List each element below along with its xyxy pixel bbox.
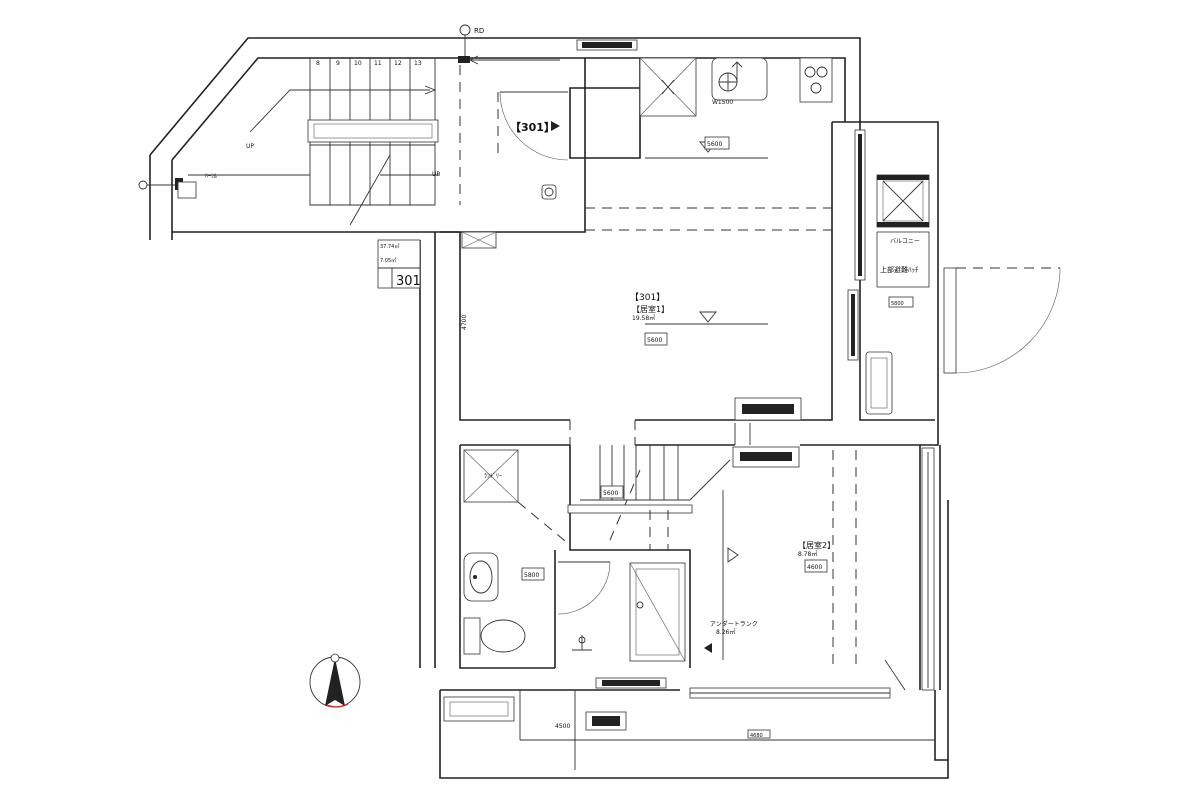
exterior-walls — [149, 37, 949, 779]
room1-doorway — [569, 420, 636, 445]
drain-pipe-arrows — [459, 55, 560, 205]
room1-area: 19.58㎡ — [632, 314, 655, 322]
porch-dim-2: 4680 — [750, 733, 763, 739]
balcony-height-box — [888, 296, 914, 308]
balcony-label: バルコニー — [890, 238, 920, 245]
stair-handrail-label: ﾊｰｼﾙ — [205, 173, 217, 180]
intercom-icon — [541, 184, 557, 200]
ceiling-height-hall: 5600 — [603, 490, 618, 497]
step-8: 8 — [316, 60, 320, 67]
washroom-dashed-area — [463, 449, 519, 503]
step-13: 13 — [414, 60, 422, 67]
outdoor-ac-unit — [865, 351, 893, 415]
ceiling-height-box-room2 — [804, 559, 828, 573]
step-11: 11 — [374, 60, 382, 67]
air-conditioner-room1 — [734, 397, 802, 421]
ceiling-height-room2: 4600 — [807, 564, 822, 571]
unit-tag-total-area: 37.74㎡ — [380, 243, 399, 250]
upper-escape-label: 上部避難ﾊｯﾁ — [880, 265, 919, 274]
unit-entry-label: 【301】 — [510, 121, 555, 134]
kitchen-counter — [639, 57, 697, 117]
step-9: 9 — [336, 60, 340, 67]
kitchen-sink — [711, 57, 768, 101]
ceiling-height-kitchen: 5600 — [707, 141, 722, 148]
ceiling-height-box-bath — [521, 567, 545, 581]
ceiling-height-box-kitchen — [704, 136, 730, 150]
ceiling-height-room1: 5600 — [647, 337, 662, 344]
sink-width-label: W1500 — [712, 99, 733, 106]
stair-up-label-2: UP — [432, 171, 440, 178]
unit-tag — [377, 239, 421, 289]
roof-drain-label: RD — [474, 27, 484, 35]
under-trunk-arrow-icon — [704, 643, 712, 653]
porch-divider — [519, 690, 935, 770]
entry-door — [497, 91, 569, 161]
wash-basin — [463, 552, 499, 602]
room2-dashed-lines — [832, 450, 857, 668]
porch-ac-unit — [443, 696, 515, 722]
room1-closet-mark — [461, 231, 497, 249]
balcony-notice-box — [876, 231, 930, 288]
room1-unit-label: 【301】 — [630, 292, 665, 303]
ac-pipe — [734, 423, 751, 445]
unit-tag-trunk-area: 7.05㎡ — [380, 257, 396, 264]
bath-door-swing — [557, 561, 611, 615]
balcony-escape-hatch — [876, 174, 930, 228]
step-10: 10 — [354, 60, 362, 67]
exterior-balcony-door — [943, 267, 1061, 374]
under-trunk-label: アンダートランク — [710, 620, 758, 628]
room1-wall-dimension: 4700 — [461, 315, 468, 330]
room2-ceiling-line — [722, 490, 739, 660]
entry-dashed-lines — [585, 207, 832, 231]
unit-tag-number: 301 — [396, 274, 421, 289]
room2-sliding-door — [689, 687, 891, 699]
room2-window — [884, 447, 935, 691]
porch-hood — [595, 677, 667, 689]
under-trunk-area: 8.26㎡ — [716, 628, 735, 636]
air-conditioner-room2 — [732, 446, 800, 468]
porch-vent — [585, 711, 627, 731]
room1-name: 【居室1】 — [632, 304, 669, 314]
stair-up-label-1: UP — [246, 143, 254, 150]
room2-area: 8.78㎡ — [798, 550, 817, 558]
balcony-sash-windows — [847, 129, 866, 361]
faucet-symbol — [572, 635, 592, 651]
entry-arrow-icon — [551, 121, 560, 131]
roof-drain-symbol — [458, 24, 471, 63]
room2-name: 【居室2】 — [798, 540, 835, 550]
porch-height-box — [747, 729, 771, 739]
staircase-upper — [188, 58, 440, 226]
porch-dim-1: 4500 — [555, 723, 570, 730]
toilet — [463, 617, 526, 655]
ceiling-height-bath: 5800 — [524, 572, 539, 579]
ceiling-height-box-room1 — [644, 332, 668, 346]
left-drain-symbol — [138, 178, 197, 199]
range-hood — [576, 39, 638, 51]
bath-corridor-stairs — [567, 445, 731, 550]
balcony-height: 5800 — [891, 301, 904, 307]
cooktop — [799, 57, 833, 103]
shower-unit — [629, 562, 686, 662]
washroom-label: ﾗﾝﾄﾞﾘｰ — [484, 473, 502, 480]
ceiling-height-box-hall — [600, 485, 624, 499]
room1-ceiling-line — [645, 311, 768, 325]
stair-step-numbers: 8 9 10 11 12 13 — [316, 60, 422, 67]
north-arrow-icon — [309, 653, 361, 708]
step-12: 12 — [394, 60, 402, 67]
